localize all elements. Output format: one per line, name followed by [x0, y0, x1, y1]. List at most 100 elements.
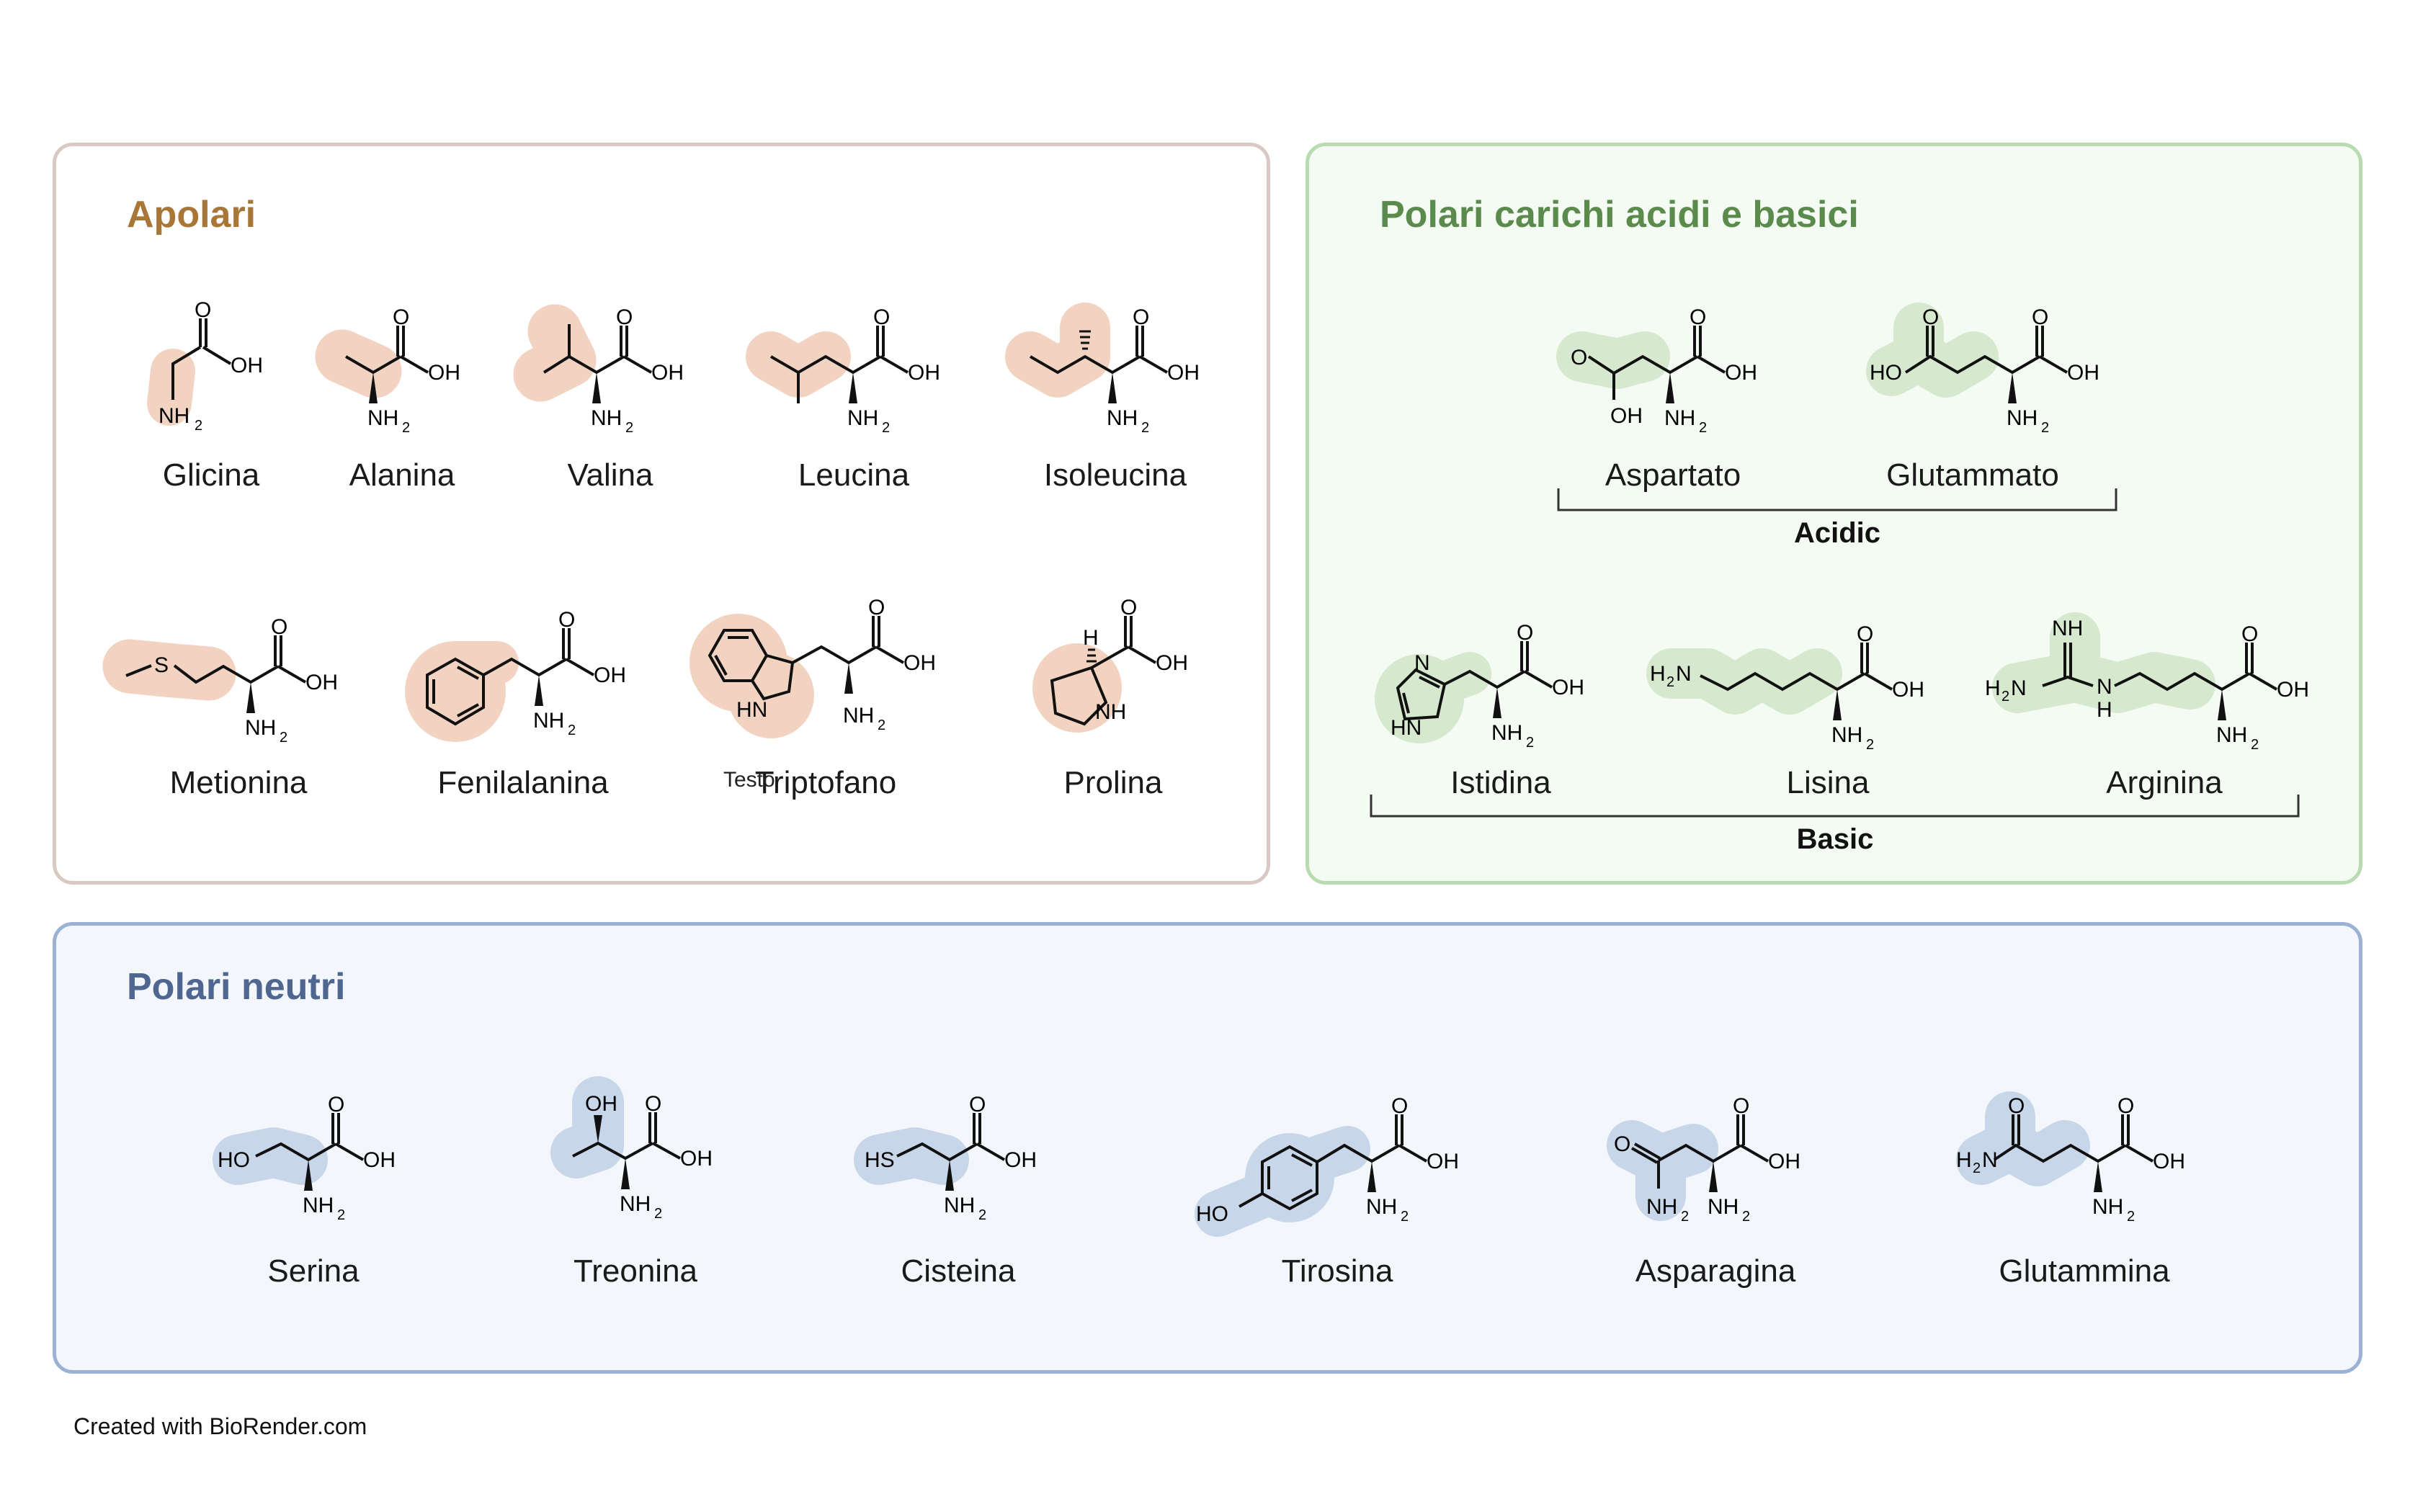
svg-text:H: H — [2097, 698, 2112, 722]
neutral-title: Polari neutri — [127, 966, 346, 1008]
atom-o: O — [195, 298, 211, 322]
svg-text:NH: NH — [591, 406, 622, 430]
svg-text:OH: OH — [305, 671, 338, 694]
istidina-label: Istidina — [1450, 765, 1551, 800]
svg-text:OH: OH — [1725, 361, 1757, 385]
charged-title: Polari carichi acidi e basici — [1380, 194, 1859, 236]
cisteina-label: Cisteina — [901, 1253, 1016, 1289]
svg-text:2: 2 — [1141, 420, 1149, 436]
svg-text:H: H — [1650, 662, 1666, 686]
svg-text:2: 2 — [1526, 735, 1534, 751]
alanina-structure: O OH NH 2 — [315, 305, 460, 436]
svg-text:OH: OH — [585, 1092, 617, 1116]
svg-text:2: 2 — [2251, 737, 2259, 753]
svg-text:NH: NH — [303, 1194, 334, 1217]
stray-text-label: Testo — [723, 768, 775, 792]
svg-text:2: 2 — [978, 1207, 986, 1223]
svg-text:OH: OH — [651, 361, 684, 385]
svg-text:2: 2 — [337, 1207, 345, 1223]
svg-text:OH: OH — [1004, 1148, 1037, 1172]
serina-label: Serina — [267, 1253, 360, 1289]
svg-text:O: O — [2032, 305, 2048, 329]
aspartato-label: Aspartato — [1605, 457, 1741, 493]
svg-text:NH: NH — [367, 406, 398, 430]
isoleucina-structure: O OH NH 2 — [1005, 303, 1200, 436]
svg-text:HN: HN — [1391, 716, 1422, 740]
svg-text:2: 2 — [1866, 737, 1874, 753]
svg-text:2: 2 — [1401, 1209, 1409, 1225]
valina-structure: O OH NH 2 — [513, 304, 684, 436]
atom-hn: HN — [736, 698, 767, 722]
asparagina-structure: O NH 2 O OH NH 2 — [1607, 1094, 1800, 1225]
svg-text:O: O — [868, 596, 885, 619]
tirosina-structure: HO O OH NH 2 — [1195, 1094, 1459, 1237]
atom-n: N — [1414, 651, 1430, 675]
metionina-structure: S O OH NH 2 — [102, 615, 338, 746]
alanina-label: Alanina — [349, 457, 455, 493]
glutammato-structure: HO O O OH NH 2 — [1866, 303, 2099, 436]
svg-text:NH: NH — [1366, 1195, 1397, 1219]
svg-text:2: 2 — [2127, 1209, 2135, 1225]
svg-text:NH: NH — [944, 1194, 975, 1217]
glicina-label: Glicina — [162, 457, 260, 493]
arginina-label: Arginina — [2106, 765, 2223, 800]
svg-text:O: O — [616, 305, 633, 329]
apolar-title: Apolari — [127, 194, 256, 236]
svg-text:O: O — [1133, 305, 1149, 329]
lisina-structure: H 2 N O OH NH 2 — [1646, 622, 1924, 753]
svg-text:N: N — [2011, 676, 2027, 700]
svg-text:OH: OH — [363, 1148, 396, 1172]
svg-text:O: O — [2008, 1094, 2025, 1118]
treonina-label: Treonina — [573, 1253, 698, 1289]
svg-text:2: 2 — [2041, 420, 2049, 436]
svg-text:OH: OH — [1892, 678, 1924, 702]
svg-text:OH: OH — [594, 663, 626, 687]
glicina-structure: O OH NH 2 — [147, 298, 263, 434]
svg-text:O: O — [1690, 305, 1706, 329]
aspartato-structure: O OH O OH NH 2 — [1556, 305, 1757, 436]
tirosina-label: Tirosina — [1281, 1253, 1393, 1289]
prolina-structure: H O OH NH — [1032, 596, 1188, 733]
svg-text:O: O — [1857, 622, 1873, 646]
valina-label: Valina — [567, 457, 653, 493]
svg-text:2: 2 — [1973, 1160, 1981, 1176]
svg-text:OH: OH — [1552, 676, 1584, 699]
metionina-label: Metionina — [169, 765, 308, 800]
svg-text:2: 2 — [195, 418, 202, 434]
svg-text:O: O — [393, 305, 409, 329]
svg-text:2: 2 — [1742, 1209, 1750, 1225]
svg-text:NH: NH — [533, 709, 564, 733]
svg-text:OH: OH — [1167, 361, 1200, 385]
svg-text:2: 2 — [1666, 674, 1674, 690]
svg-text:N: N — [1676, 662, 1692, 686]
svg-text:OH: OH — [908, 361, 940, 385]
svg-text:2: 2 — [882, 420, 890, 436]
svg-text:2: 2 — [878, 717, 885, 733]
svg-text:NH: NH — [2052, 617, 2083, 640]
atom-h: H — [1083, 626, 1099, 650]
svg-text:NH: NH — [620, 1192, 651, 1216]
svg-text:H: H — [1956, 1148, 1972, 1172]
svg-text:HO: HO — [1870, 361, 1902, 385]
atom-nh2: NH — [159, 404, 189, 428]
basic-group-label: Basic — [1796, 823, 1874, 855]
lisina-label: Lisina — [1786, 765, 1870, 800]
svg-text:NH: NH — [1491, 721, 1522, 745]
fenilalanina-structure: O OH NH 2 — [405, 608, 626, 742]
istidina-structure: N HN O OH NH 2 — [1375, 621, 1584, 751]
atom-s: S — [154, 653, 169, 677]
svg-text:2: 2 — [1699, 420, 1707, 436]
svg-text:OH: OH — [680, 1147, 713, 1171]
fenilalanina-label: Fenilalanina — [437, 765, 609, 800]
triptofano-structure: HN O OH NH 2 — [689, 596, 936, 738]
triptofano-label: Triptofano — [754, 765, 897, 800]
glutammina-label: Glutammina — [1999, 1253, 2170, 1289]
svg-text:OH: OH — [1768, 1150, 1800, 1173]
treonina-structure: OH O OH NH 2 — [550, 1076, 713, 1222]
isoleucina-label: Isoleucina — [1043, 457, 1187, 493]
atom-oh: OH — [231, 354, 263, 377]
svg-text:H: H — [1985, 676, 2001, 700]
svg-text:2: 2 — [654, 1206, 662, 1222]
charged-panel — [1306, 143, 2362, 885]
svg-text:2: 2 — [280, 730, 287, 746]
